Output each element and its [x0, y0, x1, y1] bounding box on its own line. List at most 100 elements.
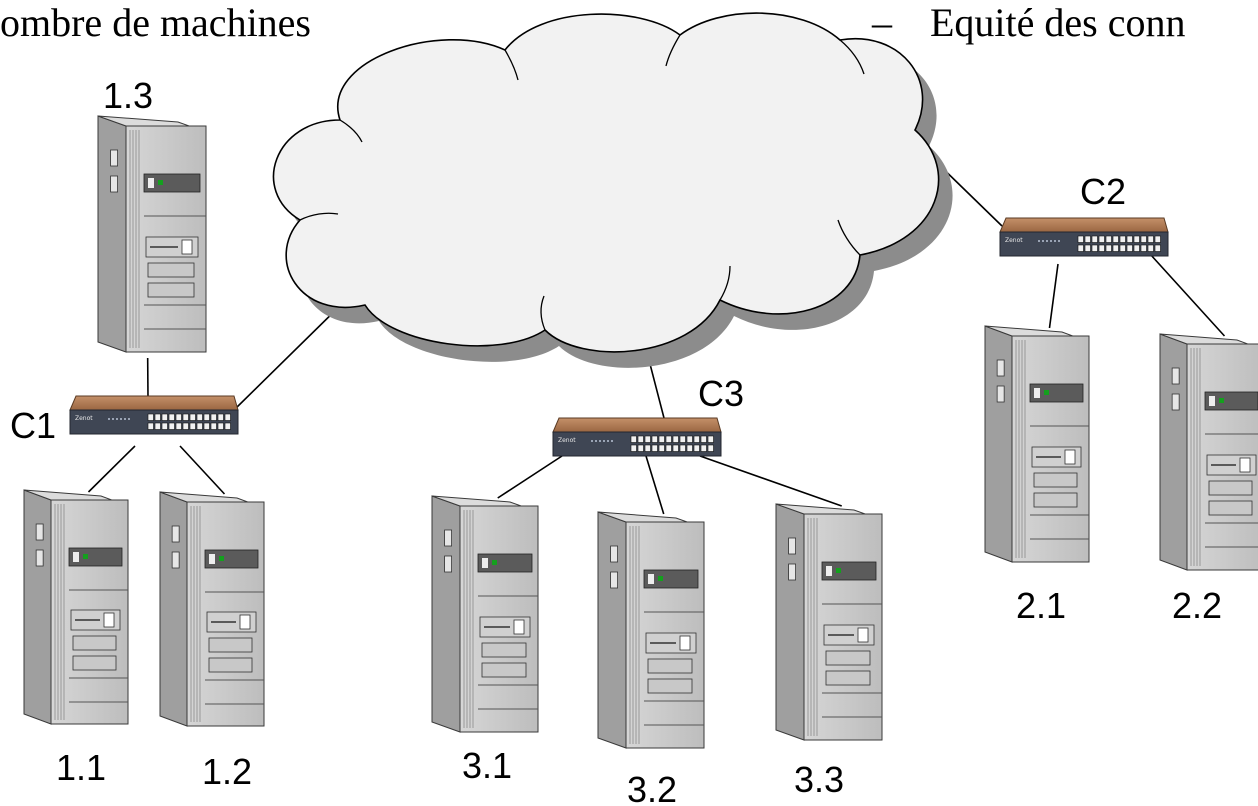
switch-led — [128, 418, 130, 420]
switch-led — [1046, 240, 1048, 242]
switch-top-c1 — [69, 395, 239, 411]
server-drive-bay — [1208, 480, 1253, 496]
switch-port — [1091, 244, 1098, 252]
server-drive-bay — [72, 655, 117, 671]
link-1-2 — [179, 445, 226, 495]
server-drive-bay — [72, 635, 117, 651]
link-3-3 — [699, 455, 842, 507]
switch-port — [1105, 235, 1112, 243]
server-side-button — [1171, 393, 1180, 411]
machine-label-1-2: 1.2 — [202, 751, 252, 792]
switch-port — [700, 444, 707, 452]
switch-port — [196, 422, 203, 430]
switch-port — [707, 444, 714, 452]
switch-port — [665, 435, 672, 443]
switch-port — [1112, 244, 1119, 252]
machine-label-1-3: 1.3 — [103, 75, 153, 116]
server-side-button — [610, 545, 618, 563]
switch-port — [679, 444, 686, 452]
header-dash: – — [871, 0, 893, 45]
server-3-3 — [775, 503, 883, 741]
server-drive-bay — [1033, 492, 1078, 508]
server-drive-bay — [147, 282, 195, 298]
server-drive-bay — [647, 658, 693, 674]
server-side-button — [788, 563, 796, 581]
switch-front-c2 — [999, 231, 1169, 257]
switch-port — [168, 422, 175, 430]
switch-led — [1050, 240, 1052, 242]
server-drive-bay — [481, 642, 527, 658]
switch-port — [203, 413, 210, 421]
server-status-led — [219, 556, 224, 561]
server-drive-button — [857, 627, 869, 643]
switch-port — [147, 413, 154, 421]
switch-port — [686, 435, 693, 443]
machine-label-1-1: 1.1 — [56, 747, 106, 788]
server-drive-button — [181, 239, 193, 255]
switch-led — [603, 440, 605, 442]
server-drive-bay — [208, 657, 253, 673]
switch-port — [1091, 235, 1098, 243]
switch-led — [607, 440, 609, 442]
labels: C1 C2 C3 1.1 1.2 1.3 2.1 2.2 3.1 3.2 3.3 — [10, 75, 1222, 806]
server-drive-button — [513, 619, 525, 635]
server-side-button — [444, 555, 453, 573]
switch-port — [700, 435, 707, 443]
switch-port — [168, 413, 175, 421]
switch-port — [637, 435, 644, 443]
switch-port — [1140, 244, 1147, 252]
server-power-switch — [73, 552, 79, 562]
switch-top-c3 — [552, 417, 722, 433]
switch-port — [1133, 244, 1140, 252]
server-drive-button — [679, 635, 691, 651]
switch-port — [693, 435, 700, 443]
switch-port — [679, 435, 686, 443]
switch-port — [651, 444, 658, 452]
server-side-button — [35, 549, 44, 567]
server-power-switch — [826, 566, 832, 576]
server-status-led — [1219, 398, 1224, 403]
switch-led — [108, 418, 110, 420]
switch-port — [217, 422, 224, 430]
switch-port — [1084, 235, 1091, 243]
switch-port — [217, 413, 224, 421]
server-power-switch — [209, 554, 215, 564]
server-display-panel — [1029, 383, 1084, 403]
server-display-panel — [204, 549, 259, 569]
switch-port — [1133, 235, 1140, 243]
switch-port — [224, 422, 231, 430]
switch-port — [1126, 235, 1133, 243]
machine-label-3-3: 3.3 — [794, 759, 844, 800]
switch-port — [210, 422, 217, 430]
server-1-1 — [23, 489, 129, 725]
link-2-1 — [1048, 263, 1059, 329]
server-power-switch — [1209, 396, 1215, 406]
switch-port — [182, 413, 189, 421]
uplink-c3 — [649, 363, 665, 419]
switch-port — [658, 444, 665, 452]
switch-c3: Zenot — [552, 417, 722, 457]
switch-led — [591, 440, 593, 442]
switch-port — [637, 444, 644, 452]
servers — [23, 115, 1258, 749]
switch-brand-c2: Zenot — [1005, 237, 1023, 244]
server-2-2 — [1159, 333, 1258, 571]
machine-label-3-2: 3.2 — [627, 769, 677, 806]
switch-port — [175, 413, 182, 421]
server-display-panel — [821, 561, 877, 581]
switch-label-c2: C2 — [1080, 171, 1126, 212]
server-power-switch — [1034, 388, 1040, 398]
switch-port — [154, 413, 161, 421]
switch-front-c3 — [552, 431, 722, 457]
switch-label-c1: C1 — [10, 405, 56, 446]
switch-port — [224, 413, 231, 421]
switch-port — [189, 413, 196, 421]
server-side-button — [610, 571, 618, 589]
switch-port — [1154, 244, 1161, 252]
server-drive-bay — [647, 678, 693, 694]
server-side-button — [444, 529, 453, 547]
switch-port — [182, 422, 189, 430]
switch-port — [1140, 235, 1147, 243]
server-status-led — [1044, 390, 1049, 395]
server-status-led — [158, 180, 163, 185]
